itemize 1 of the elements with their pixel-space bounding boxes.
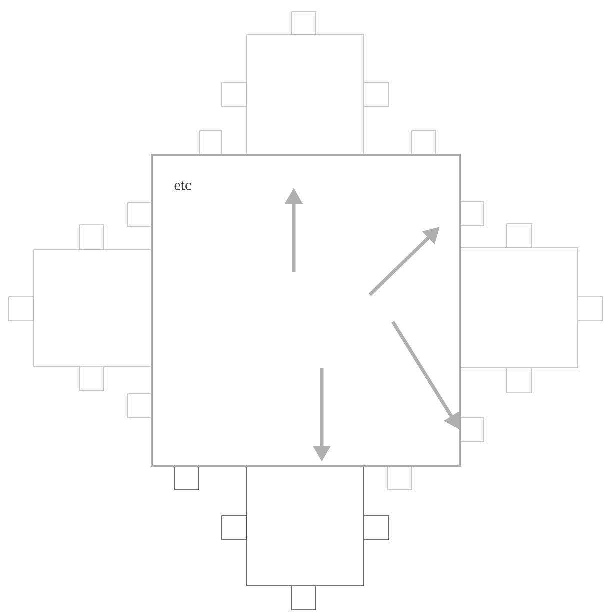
- label-text: etc: [174, 182, 192, 190]
